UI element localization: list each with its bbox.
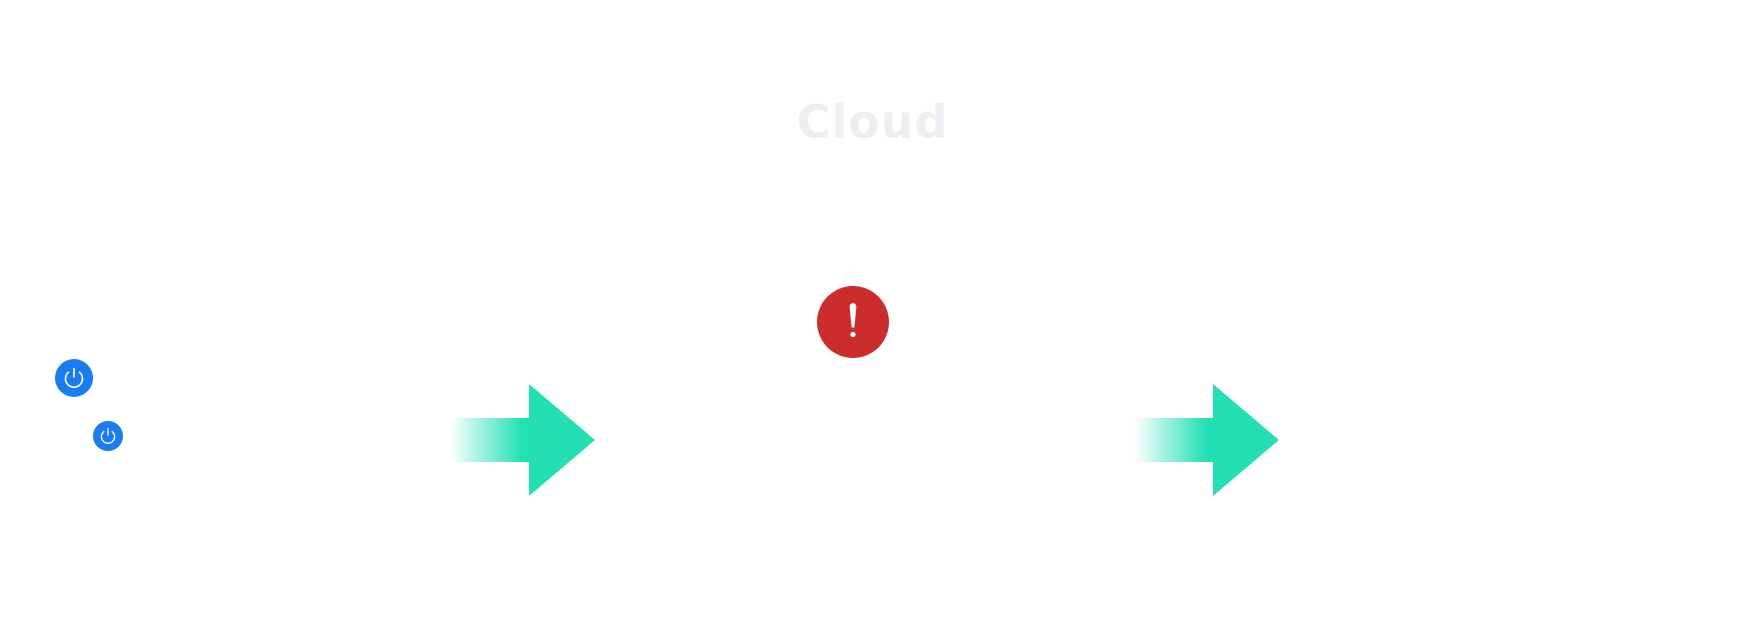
power-icon bbox=[93, 421, 123, 451]
exclamation-icon bbox=[817, 286, 889, 358]
diagram-title: Cloud bbox=[796, 95, 949, 149]
right-arrow-icon bbox=[450, 384, 595, 496]
power-icon bbox=[55, 359, 93, 397]
right-arrow-icon bbox=[1134, 384, 1279, 496]
